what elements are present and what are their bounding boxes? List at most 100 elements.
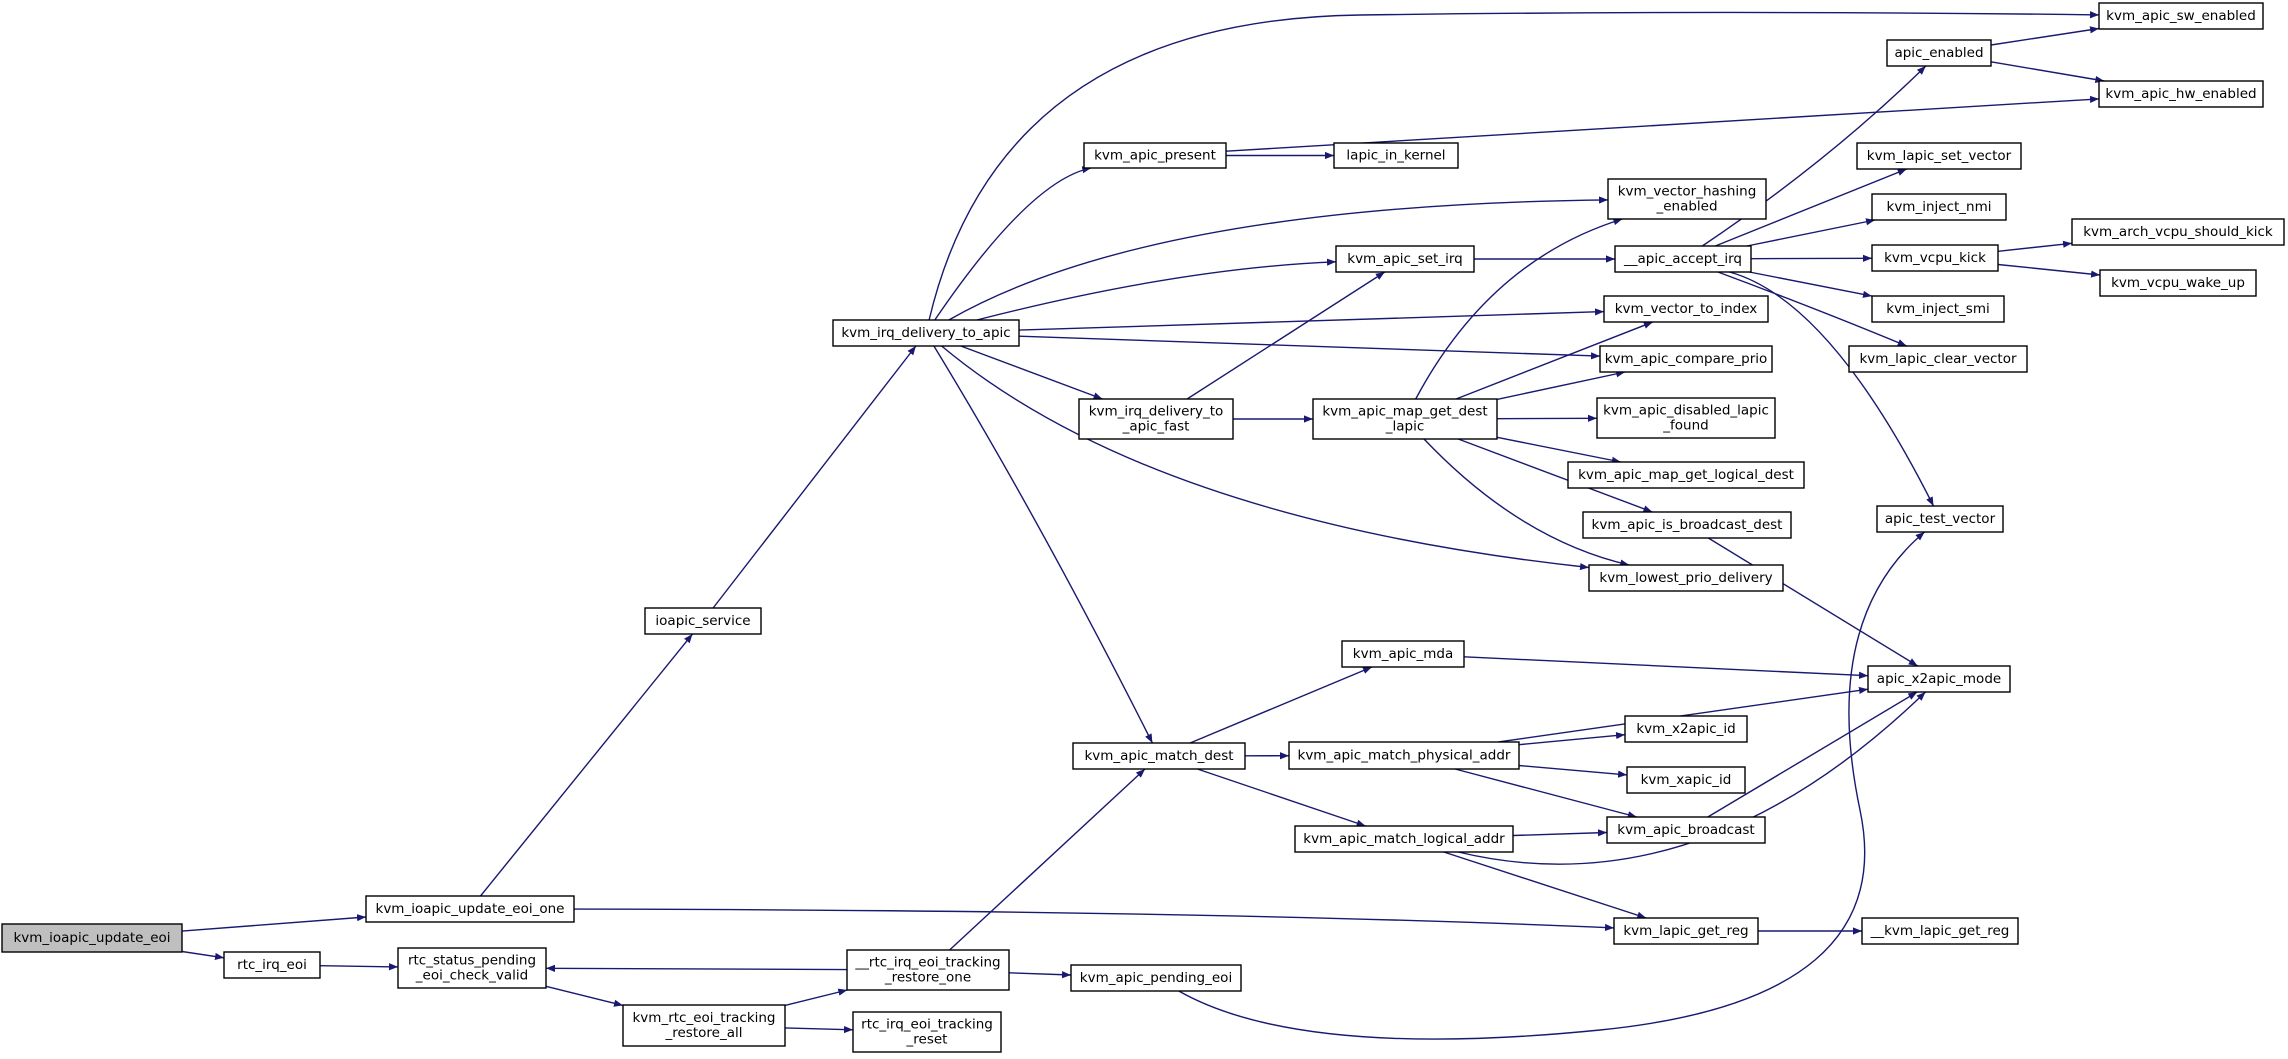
edge-accept-irq-to-set-vector bbox=[1715, 168, 1907, 247]
edge-vcpu-kick-to-wake-up bbox=[1997, 263, 2101, 278]
graph-node-lowest-prio[interactable]: kvm_lowest_prio_delivery bbox=[1588, 564, 1784, 592]
graph-node-x2apic-mode[interactable]: apic_x2apic_mode bbox=[1867, 665, 2011, 693]
edge-line bbox=[933, 345, 1154, 744]
edge-accept-irq-to-apic-enabled bbox=[1701, 65, 1927, 247]
edge-line bbox=[1990, 61, 2105, 84]
graph-node-inject-smi[interactable]: kvm_inject_smi bbox=[1871, 295, 2005, 323]
graph-node-clear-vector[interactable]: kvm_lapic_clear_vector bbox=[1848, 345, 2028, 373]
node-label: kvm_apic_map_get_logical_dest bbox=[1578, 467, 1794, 483]
graph-node-logical-dest[interactable]: kvm_apic_map_get_logical_dest bbox=[1567, 461, 1805, 489]
node-label: rtc_irq_eoi_tracking bbox=[861, 1017, 993, 1033]
node-label: kvm_irq_delivery_to bbox=[1089, 404, 1224, 420]
edge-rtc-restore-one-to-match-dest bbox=[949, 768, 1146, 951]
graph-node-mda[interactable]: kvm_apic_mda bbox=[1341, 640, 1465, 668]
graph-node-sw-enabled[interactable]: kvm_apic_sw_enabled bbox=[2098, 2, 2264, 30]
node-label: rtc_status_pending bbox=[408, 953, 536, 969]
node-box bbox=[1848, 345, 2028, 373]
graph-node-accept-irq[interactable]: __apic_accept_irq bbox=[1614, 245, 1752, 273]
node-box bbox=[1083, 142, 1227, 169]
node-box bbox=[223, 951, 321, 979]
node-label: apic_x2apic_mode bbox=[1877, 671, 2001, 687]
graph-node-x2apic-id[interactable]: kvm_x2apic_id bbox=[1624, 715, 1748, 743]
graph-node-inject-nmi[interactable]: kvm_inject_nmi bbox=[1871, 193, 2007, 221]
edge-line bbox=[1455, 321, 1654, 400]
graph-node---get-reg[interactable]: __kvm_lapic_get_reg bbox=[1861, 917, 2019, 945]
node-box bbox=[846, 949, 1010, 991]
graph-node-match-dest[interactable]: kvm_apic_match_dest bbox=[1072, 742, 1246, 770]
graph-node-set-vector[interactable]: kvm_lapic_set_vector bbox=[1856, 142, 2022, 170]
edge-root-to-rtc-irq-eoi bbox=[181, 950, 225, 961]
graph-node-irq-fast[interactable]: kvm_irq_delivery_to_apic_fast bbox=[1078, 398, 1234, 440]
node-box bbox=[1606, 816, 1766, 844]
graph-node-lapic-in-kernel[interactable]: lapic_in_kernel bbox=[1333, 142, 1459, 169]
graph-node-rtc-restore-one[interactable]: __rtc_irq_eoi_tracking_restore_one bbox=[846, 949, 1010, 991]
edge-match-phys-to-x2apic-id bbox=[1518, 731, 1626, 746]
graph-node-ioapic-service[interactable]: ioapic_service bbox=[644, 607, 762, 635]
graph-node-cmp-prio[interactable]: kvm_apic_compare_prio bbox=[1599, 345, 1773, 373]
node-box bbox=[1294, 825, 1514, 853]
graph-node-xapic-id[interactable]: kvm_xapic_id bbox=[1626, 766, 1746, 794]
edge-line bbox=[1707, 537, 1919, 667]
graph-node-dis-lapic[interactable]: kvm_apic_disabled_lapic_found bbox=[1596, 397, 1776, 439]
graph-node-set-irq[interactable]: kvm_apic_set_irq bbox=[1335, 245, 1475, 273]
node-box bbox=[2099, 269, 2257, 297]
node-label: _restore_all bbox=[665, 1025, 743, 1041]
edge-line bbox=[573, 908, 1615, 932]
graph-node-apic-bcast[interactable]: kvm_apic_broadcast bbox=[1606, 816, 1766, 844]
edge-line bbox=[960, 345, 1103, 400]
graph-node-rtc-reset[interactable]: rtc_irq_eoi_tracking_reset bbox=[852, 1011, 1002, 1053]
graph-node-test-vector[interactable]: apic_test_vector bbox=[1876, 505, 2004, 533]
node-box bbox=[1341, 640, 1465, 668]
graph-node-irq-del[interactable]: kvm_irq_delivery_to_apic bbox=[832, 319, 1020, 347]
graph-node-apic-present[interactable]: kvm_apic_present bbox=[1083, 142, 1227, 169]
node-box bbox=[1588, 564, 1784, 592]
edge-line bbox=[712, 345, 917, 609]
graph-node-vec-idx[interactable]: kvm_vector_to_index bbox=[1603, 295, 1769, 323]
node-label: ioapic_service bbox=[655, 613, 750, 629]
edge-line bbox=[1457, 438, 1653, 513]
edge-line bbox=[1454, 768, 1637, 819]
graph-node-map-get[interactable]: kvm_apic_map_get_dest_lapic bbox=[1312, 398, 1498, 440]
node-label: kvm_ioapic_update_eoi bbox=[13, 930, 170, 946]
edge-irq-del-to-sw-enabled bbox=[928, 11, 2100, 321]
edge-match-phys-to-xapic-id bbox=[1518, 764, 1628, 778]
node-box bbox=[2071, 218, 2285, 246]
node-box bbox=[1078, 398, 1234, 440]
edge-map-get-to-is-bcast bbox=[1457, 438, 1653, 513]
edge-map-get-to-vec-hash bbox=[1415, 218, 1623, 400]
node-label: _found bbox=[1662, 418, 1708, 434]
edge-line bbox=[928, 11, 2100, 321]
edge-line bbox=[949, 768, 1146, 951]
graph-node-pending-eoi[interactable]: kvm_apic_pending_eoi bbox=[1070, 964, 1242, 992]
node-box bbox=[622, 1004, 786, 1047]
graph-node-match-phys[interactable]: kvm_apic_match_physical_addr bbox=[1288, 741, 1520, 770]
edge-rtc-restore-one-to-pending-eoi bbox=[1008, 971, 1072, 979]
graph-node-should-kick[interactable]: kvm_arch_vcpu_should_kick bbox=[2071, 218, 2285, 246]
graph-node-root[interactable]: kvm_ioapic_update_eoi bbox=[1, 923, 183, 953]
node-label: kvm_apic_present bbox=[1094, 148, 1216, 164]
node-box bbox=[1567, 461, 1805, 489]
graph-node-apic-enabled[interactable]: apic_enabled bbox=[1886, 39, 1992, 67]
node-box bbox=[1856, 142, 2022, 170]
graph-node-match-log[interactable]: kvm_apic_match_logical_addr bbox=[1294, 825, 1514, 853]
graph-node-rtc-status[interactable]: rtc_status_pending_eoi_check_valid bbox=[397, 947, 547, 989]
graph-node-wake-up[interactable]: kvm_vcpu_wake_up bbox=[2099, 269, 2257, 297]
graph-node-vec-hash[interactable]: kvm_vector_hashing_enabled bbox=[1607, 178, 1767, 220]
graph-node-upd-one[interactable]: kvm_ioapic_update_eoi_one bbox=[365, 895, 575, 923]
node-label: _reset bbox=[906, 1032, 948, 1048]
edge-line bbox=[1717, 271, 1907, 347]
graph-node-is-bcast[interactable]: kvm_apic_is_broadcast_dest bbox=[1582, 511, 1792, 539]
graph-node-lapic-get-reg[interactable]: kvm_lapic_get_reg bbox=[1613, 917, 1759, 945]
edge-accept-irq-to-clear-vector bbox=[1717, 271, 1907, 347]
edge-accept-irq-to-test-vector bbox=[1729, 271, 1935, 507]
edge-line bbox=[1997, 263, 2101, 278]
graph-node-rtc-irq-eoi[interactable]: rtc_irq_eoi bbox=[223, 951, 321, 979]
graph-node-hw-enabled[interactable]: kvm_apic_hw_enabled bbox=[2098, 80, 2264, 108]
node-label: kvm_apic_match_logical_addr bbox=[1303, 831, 1505, 847]
graph-node-rtc-restore-all[interactable]: kvm_rtc_eoi_tracking_restore_all bbox=[622, 1004, 786, 1047]
edge-irq-del-to-lowest-prio bbox=[941, 345, 1590, 571]
graph-node-vcpu-kick[interactable]: kvm_vcpu_kick bbox=[1871, 244, 1999, 272]
edge-apic-enabled-to-sw-enabled bbox=[1990, 26, 2100, 46]
